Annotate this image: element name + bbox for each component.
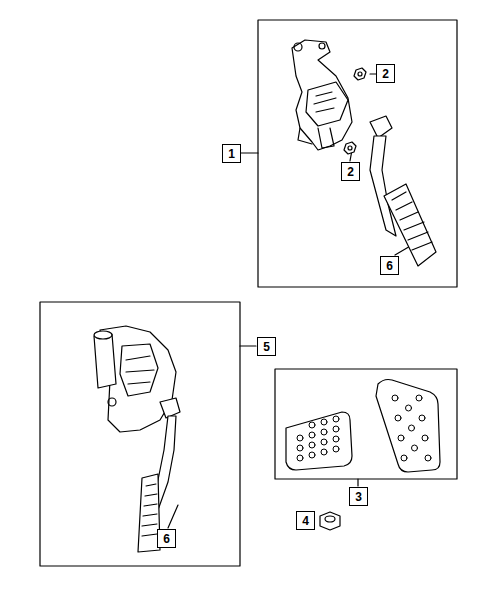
pad-hole	[422, 435, 428, 441]
brake-pad	[286, 412, 352, 470]
nut	[348, 146, 352, 150]
callout-number: 6	[386, 260, 393, 272]
pad-hole	[321, 449, 327, 455]
callout-box: 5	[257, 337, 276, 356]
pad-hole	[416, 395, 422, 401]
group-frame	[40, 302, 240, 566]
pedal-assembly	[292, 40, 436, 266]
callout-number: 5	[263, 341, 270, 353]
pad-hole	[395, 415, 401, 421]
pad-hole	[321, 419, 327, 425]
callout-box: 2	[376, 64, 395, 83]
nut	[344, 142, 356, 154]
leader-line	[357, 479, 358, 486]
accelerator-pad	[376, 380, 440, 473]
pad-hole	[333, 436, 339, 442]
pad-hole	[425, 455, 431, 461]
callout-number: 6	[163, 533, 170, 545]
group-frame	[275, 369, 457, 479]
callout-box: 4	[296, 511, 315, 530]
pad-hole	[309, 432, 315, 438]
pad-hole	[297, 455, 303, 461]
nut	[325, 516, 335, 522]
pad-hole	[412, 445, 418, 451]
callout-box: 2	[341, 162, 360, 181]
group-frame	[258, 20, 457, 287]
pad-hole	[406, 405, 412, 411]
callout-number: 4	[302, 515, 309, 527]
pad-hole	[309, 422, 315, 428]
callout-box: 1	[222, 144, 241, 163]
pad-hole	[321, 439, 327, 445]
nut	[354, 68, 366, 80]
callout-box: 3	[349, 487, 368, 506]
pad-hole	[398, 435, 404, 441]
nut	[358, 72, 362, 76]
pad-hole	[392, 395, 398, 401]
leader-line	[168, 505, 178, 528]
callout-box: 6	[157, 529, 176, 548]
callout-number: 2	[382, 68, 389, 80]
pedal-assembly	[94, 326, 180, 552]
callout-number: 1	[228, 148, 235, 160]
pad-hole	[309, 452, 315, 458]
pad-hole	[401, 455, 407, 461]
pad-hole	[333, 416, 339, 422]
pad-hole	[321, 429, 327, 435]
nut	[320, 512, 340, 530]
leader-line	[240, 345, 256, 346]
pad-hole	[333, 426, 339, 432]
pad-hole	[309, 442, 315, 448]
pad-hole	[419, 415, 425, 421]
pad-hole	[297, 435, 303, 441]
pad-hole	[297, 445, 303, 451]
callout-number: 3	[355, 491, 362, 503]
callout-number: 2	[347, 166, 354, 178]
leader-line	[241, 152, 258, 153]
pad-hole	[409, 425, 415, 431]
pad-hole	[333, 446, 339, 452]
callout-box: 6	[380, 256, 399, 275]
